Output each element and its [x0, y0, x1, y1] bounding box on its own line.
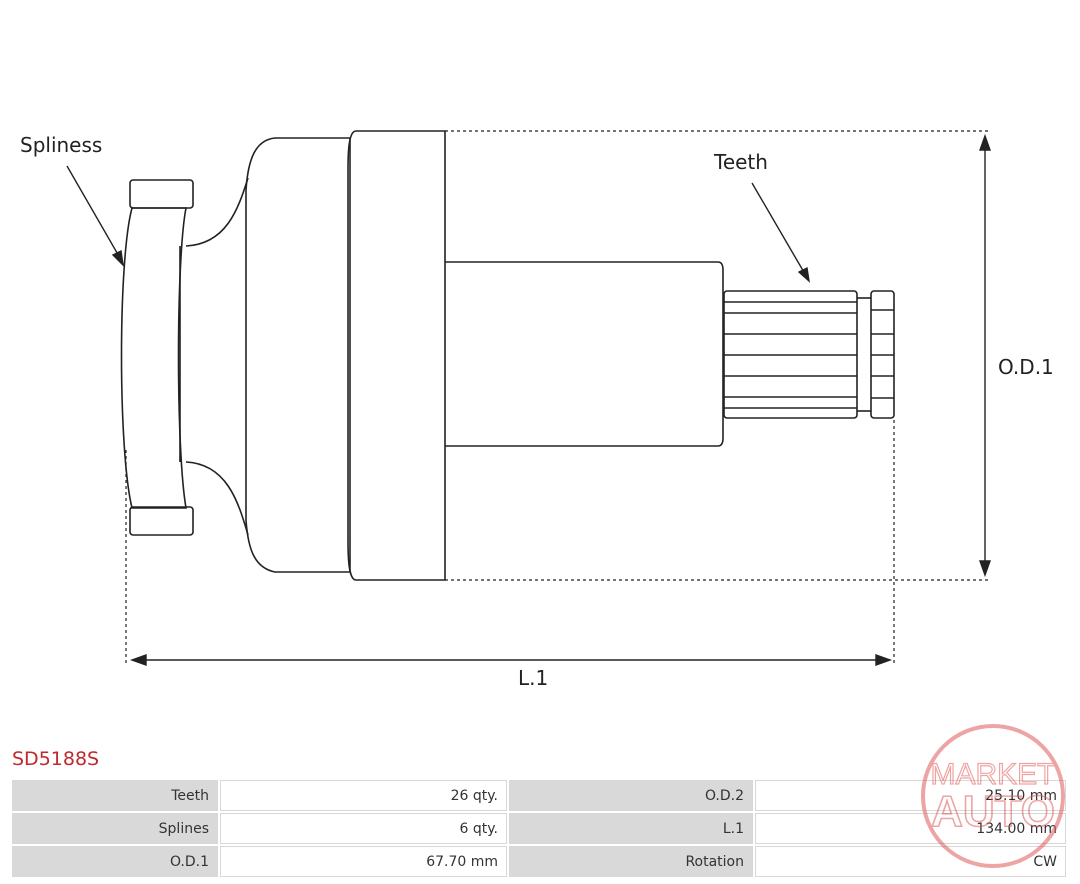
spec-label: Rotation: [509, 846, 753, 877]
spec-label: Splines: [12, 813, 218, 844]
collar-top-cap: [129, 179, 194, 209]
teeth-label: Teeth: [713, 150, 768, 174]
od1-label: O.D.1: [998, 355, 1054, 379]
drum-outline: [347, 130, 446, 581]
table-row: Splines 6 qty. L.1 134.00 mm: [12, 813, 1066, 844]
spec-value: 6 qty.: [220, 813, 507, 844]
spec-label: O.D.2: [509, 780, 753, 811]
neck-outline: [185, 177, 249, 536]
spec-value: 26 qty.: [220, 780, 507, 811]
dome-outline: [245, 137, 351, 573]
collar-bottom-cap: [129, 506, 194, 536]
table-row: O.D.1 67.70 mm Rotation CW: [12, 846, 1066, 877]
spliness-leader: [66, 165, 121, 259]
specs-table: Teeth 26 qty. O.D.2 25.10 mm Splines 6 q…: [10, 778, 1068, 879]
spec-value: 67.70 mm: [220, 846, 507, 877]
starter-drive-diagram: Spliness Teeth O.D.1 L.1: [20, 130, 1054, 690]
collar-outline: [120, 207, 187, 509]
table-row: Teeth 26 qty. O.D.2 25.10 mm: [12, 780, 1066, 811]
spec-value: CW: [755, 846, 1066, 877]
spec-label: Teeth: [12, 780, 218, 811]
spec-label: L.1: [509, 813, 753, 844]
teeth-leader: [751, 182, 806, 275]
l1-label: L.1: [518, 666, 548, 690]
spec-value: 25.10 mm: [755, 780, 1066, 811]
part-code: SD5188S: [12, 748, 100, 770]
shaft-outline: [445, 261, 724, 447]
spliness-label: Spliness: [20, 133, 102, 157]
spec-label: O.D.1: [12, 846, 218, 877]
spec-value: 134.00 mm: [755, 813, 1066, 844]
